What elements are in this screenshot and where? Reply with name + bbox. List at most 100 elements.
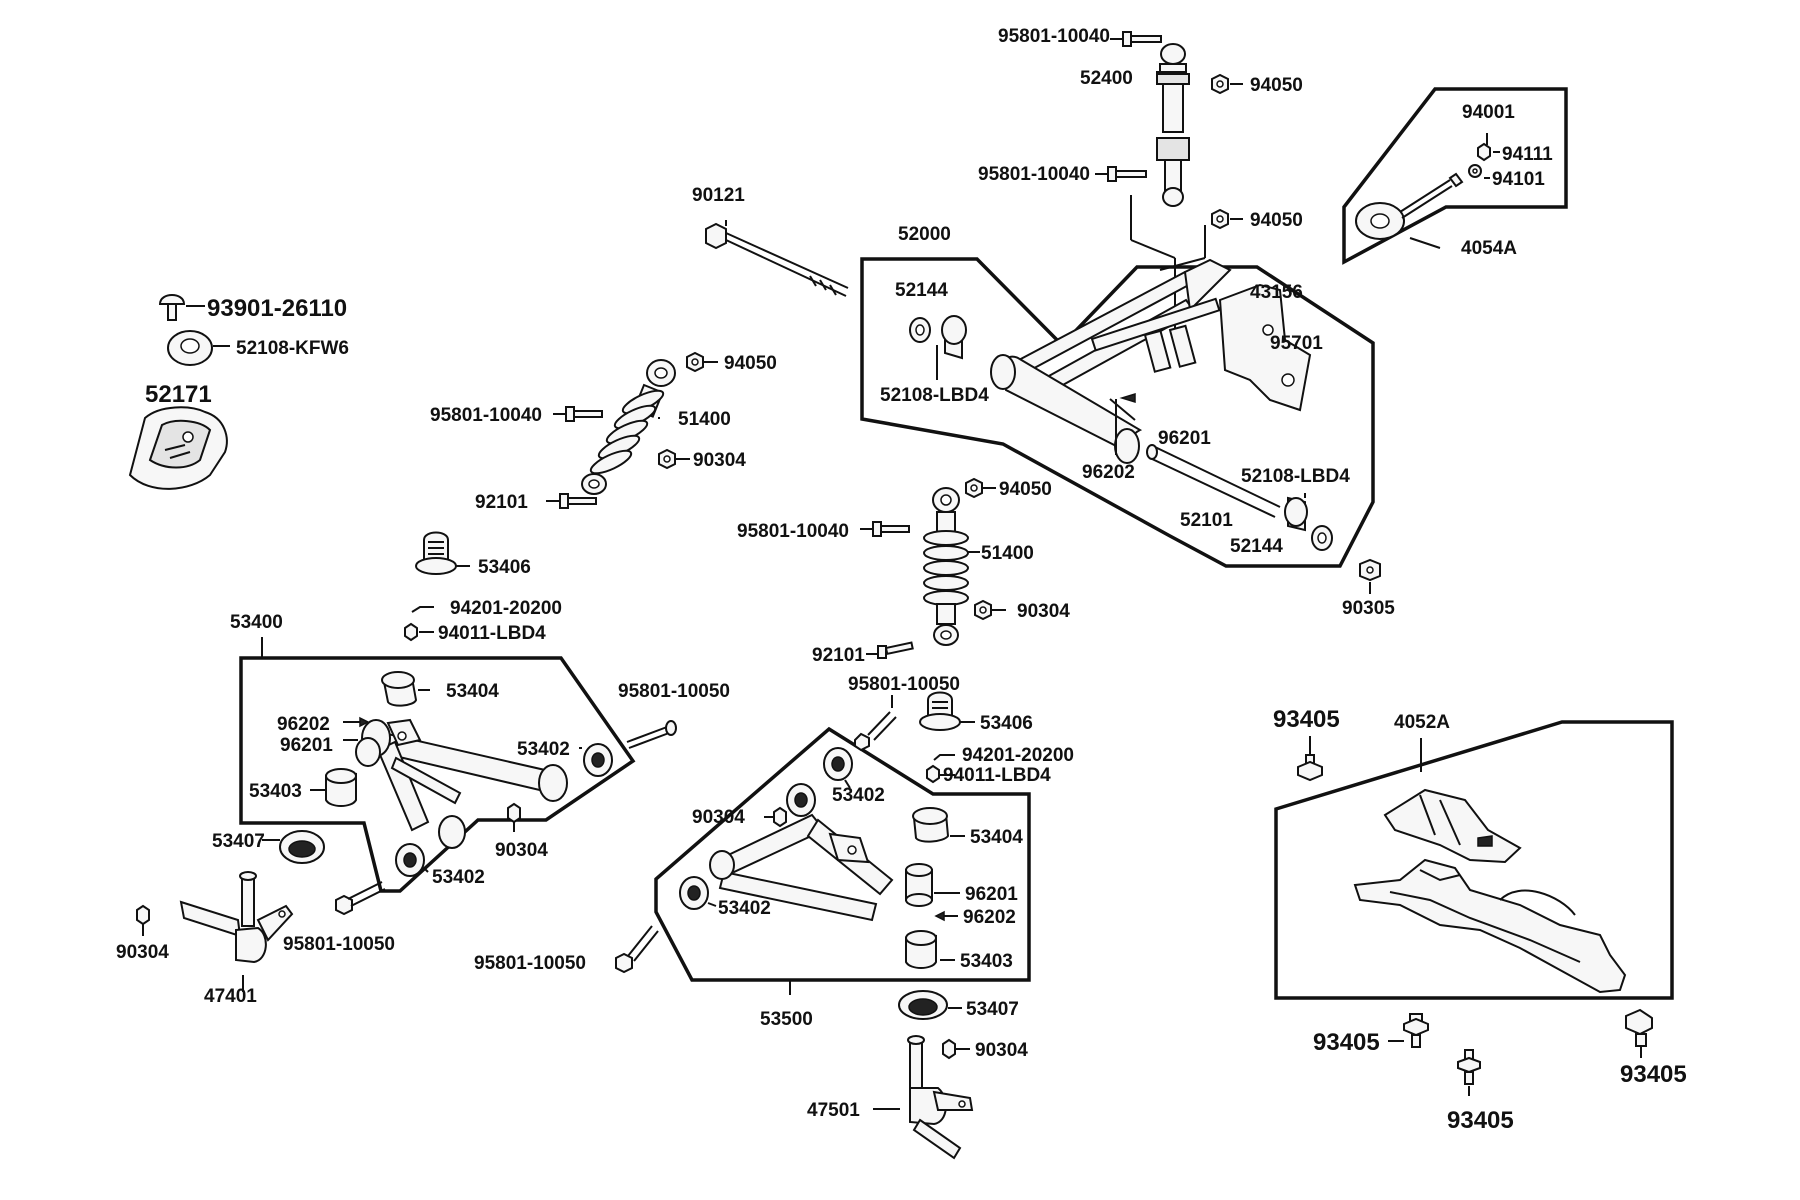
label-53403: 53403 xyxy=(960,951,1013,972)
bolt-93901 xyxy=(158,294,186,321)
nut-icon xyxy=(773,806,787,828)
label-93405: 93405 xyxy=(1620,1061,1687,1088)
bolt-icon xyxy=(565,406,603,422)
bushing-53406-right xyxy=(919,691,961,731)
label-53500: 53500 xyxy=(760,1009,813,1030)
footrest-group-box xyxy=(1274,720,1674,1000)
label-96202: 96202 xyxy=(963,907,1016,928)
bolt-icon xyxy=(559,493,597,509)
label-53407: 53407 xyxy=(212,831,265,852)
bushing-52144-lower xyxy=(1311,525,1333,551)
label-96201: 96201 xyxy=(1158,428,1211,449)
bolt-93405-bottom-right xyxy=(1625,1008,1653,1047)
label-52400: 52400 xyxy=(1080,68,1133,89)
label-52108-LBD4: 52108-LBD4 xyxy=(880,385,989,406)
label-52171: 52171 xyxy=(145,381,212,408)
bushing-53402-right-lower xyxy=(679,876,709,910)
nut-icon xyxy=(926,764,940,784)
knuckle-47501 xyxy=(907,1035,974,1160)
label-90304: 90304 xyxy=(692,807,745,828)
nut-icon xyxy=(1211,208,1229,230)
nut-icon xyxy=(507,802,521,824)
bushing-53404-right xyxy=(912,807,950,843)
nut-icon xyxy=(965,477,983,499)
label-94001: 94001 xyxy=(1462,102,1515,123)
label-53407: 53407 xyxy=(966,999,1019,1020)
label-47501: 47501 xyxy=(807,1100,860,1121)
label-53404: 53404 xyxy=(970,827,1023,848)
label-4052A: 4052A xyxy=(1394,712,1450,733)
label-94101: 94101 xyxy=(1492,169,1545,190)
bolt-93405-bottom-mid xyxy=(1457,1049,1481,1085)
a-arm-53500 xyxy=(679,747,965,969)
coil-spring xyxy=(589,389,665,475)
label-95801-10050: 95801-10050 xyxy=(283,934,395,955)
footrest-bracket-4052A xyxy=(1353,788,1627,994)
label-53402: 53402 xyxy=(517,739,570,760)
label-90304: 90304 xyxy=(693,450,746,471)
label-94111: 94111 xyxy=(1502,144,1553,165)
label-53404: 53404 xyxy=(446,681,499,702)
label-53406: 53406 xyxy=(980,713,1033,734)
shock-51400-lower xyxy=(860,477,1006,659)
bushing-52108-KFW6 xyxy=(167,330,213,366)
label-92101: 92101 xyxy=(812,645,865,666)
chain-adjuster-4054A xyxy=(1355,133,1500,249)
seal-53407-right xyxy=(898,990,948,1020)
label-90304: 90304 xyxy=(116,942,169,963)
bumper-52171 xyxy=(128,406,228,490)
shock-51400-upper xyxy=(546,351,718,509)
label-53406: 53406 xyxy=(478,557,531,578)
nut-icon xyxy=(686,351,704,373)
label-51400: 51400 xyxy=(678,409,731,430)
label-95801-10050: 95801-10050 xyxy=(848,674,960,695)
left-a-arm-group-box xyxy=(239,656,636,893)
label-90304: 90304 xyxy=(1017,601,1070,622)
label-95701: 95701 xyxy=(1270,333,1323,354)
label-95801-10050: 95801-10050 xyxy=(618,681,730,702)
label-90305: 90305 xyxy=(1342,598,1395,619)
nut-icon xyxy=(1359,558,1381,582)
label-43156: 43156 xyxy=(1250,282,1303,303)
label-93901-26110: 93901-26110 xyxy=(207,295,347,322)
label-52108-KFW6: 52108-KFW6 xyxy=(236,338,349,359)
coil-spring xyxy=(923,530,969,606)
bushing-52108-LBD4-upper xyxy=(941,315,967,360)
nut-icon xyxy=(658,448,676,470)
label-95801-10040: 95801-10040 xyxy=(998,26,1110,47)
label-96202: 96202 xyxy=(1082,462,1135,483)
bushing-53402-right-mid xyxy=(786,783,816,817)
label-90304: 90304 xyxy=(495,840,548,861)
bolt-icon xyxy=(1122,31,1162,47)
label-94050: 94050 xyxy=(1250,75,1303,96)
label-4054A: 4054A xyxy=(1461,238,1517,259)
rear-axle-90121 xyxy=(705,220,849,297)
rear-shock-52400 xyxy=(1095,31,1243,330)
label-92101: 92101 xyxy=(475,492,528,513)
nut-icon xyxy=(136,904,150,926)
bolt-95801-10050-knuckle xyxy=(335,881,386,916)
label-94011-LBD4: 94011-LBD4 xyxy=(438,623,546,644)
a-arm-53400 xyxy=(310,671,613,877)
seal-53407-left xyxy=(279,830,325,864)
nut-icon xyxy=(1211,73,1229,95)
bushing-53402-right-upper xyxy=(823,747,853,781)
label-90121: 90121 xyxy=(692,185,745,206)
swingarm-52000 xyxy=(990,258,1312,464)
label-95801-10040: 95801-10040 xyxy=(430,405,542,426)
bolt-icon xyxy=(1107,166,1147,182)
label-53402: 53402 xyxy=(432,867,485,888)
bushing-52144-upper xyxy=(909,317,931,343)
label-95801-10040: 95801-10040 xyxy=(978,164,1090,185)
label-52144: 52144 xyxy=(1230,536,1283,557)
label-93405: 93405 xyxy=(1447,1107,1514,1134)
bolt-95801-10050-right-upper xyxy=(854,711,897,752)
chain-adjuster-group-box xyxy=(1342,87,1568,265)
nut-icon xyxy=(942,1038,956,1060)
label-96201: 96201 xyxy=(280,735,333,756)
bushing-53402-left-inner xyxy=(395,843,425,877)
label-94011-LBD4: 94011-LBD4 xyxy=(943,765,1051,786)
part-labels: 95801-10040 52400 94050 95801-10040 9405… xyxy=(116,26,1687,1134)
label-47401: 47401 xyxy=(204,986,257,1007)
